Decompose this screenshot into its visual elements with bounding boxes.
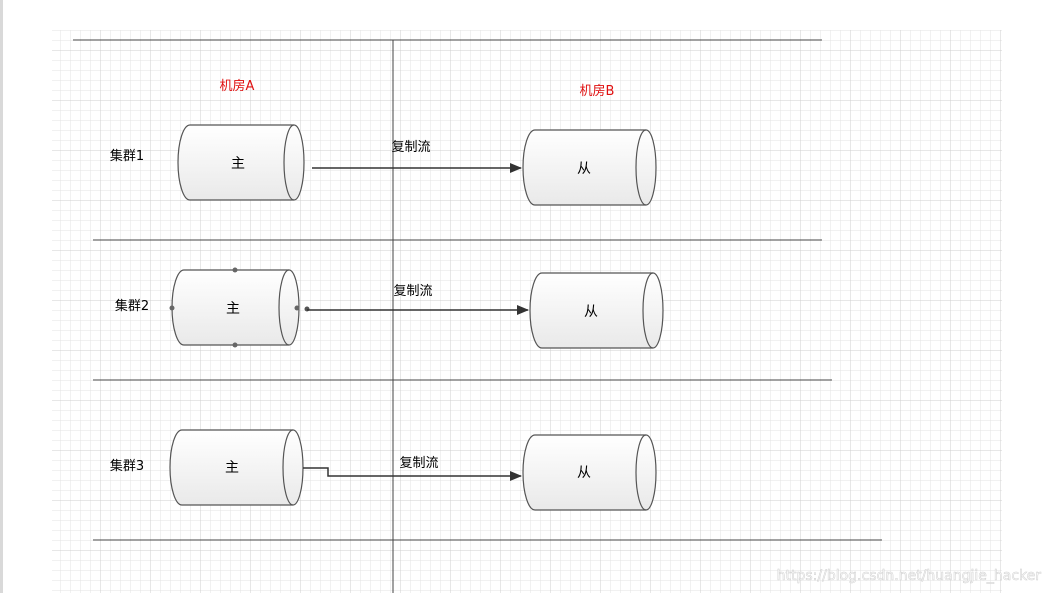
slave-label: 从	[584, 304, 598, 320]
master-label: 主	[226, 301, 240, 317]
room-a-label: 机房A	[220, 78, 255, 94]
cluster-2: 集群2 主 从 复制流	[115, 267, 664, 349]
replication-flow-label: 复制流	[393, 284, 432, 299]
replication-flow-label: 复制流	[399, 456, 438, 471]
cluster-3: 集群3 主 从 复制流	[110, 429, 657, 511]
cluster-label: 集群1	[110, 148, 144, 164]
selection-handle-bottom[interactable]	[232, 342, 238, 348]
slave-node[interactable]: 从	[529, 272, 664, 349]
master-node[interactable]: 主	[177, 124, 305, 201]
replication-flow-label: 复制流	[391, 140, 430, 155]
slave-node[interactable]: 从	[522, 434, 657, 511]
replication-arrow[interactable]	[303, 467, 522, 481]
cluster-1: 集群1 主 从 复制流	[110, 124, 657, 206]
room-b-label: 机房B	[580, 83, 615, 99]
selection-handle-right[interactable]	[294, 305, 300, 311]
master-node[interactable]: 主	[169, 429, 304, 506]
window-edge	[0, 0, 3, 593]
cluster-label: 集群2	[115, 298, 149, 314]
slave-node[interactable]: 从	[522, 129, 657, 206]
master-node[interactable]: 主	[169, 267, 300, 348]
master-label: 主	[225, 460, 239, 476]
watermark: https://blog.csdn.net/huangjie_hacker	[777, 568, 1042, 584]
selection-handle-left[interactable]	[169, 305, 175, 311]
cluster-label: 集群3	[110, 458, 144, 474]
slave-label: 从	[577, 465, 591, 481]
slave-label: 从	[577, 161, 591, 177]
master-label: 主	[231, 156, 245, 172]
selection-handle-top[interactable]	[232, 267, 238, 273]
